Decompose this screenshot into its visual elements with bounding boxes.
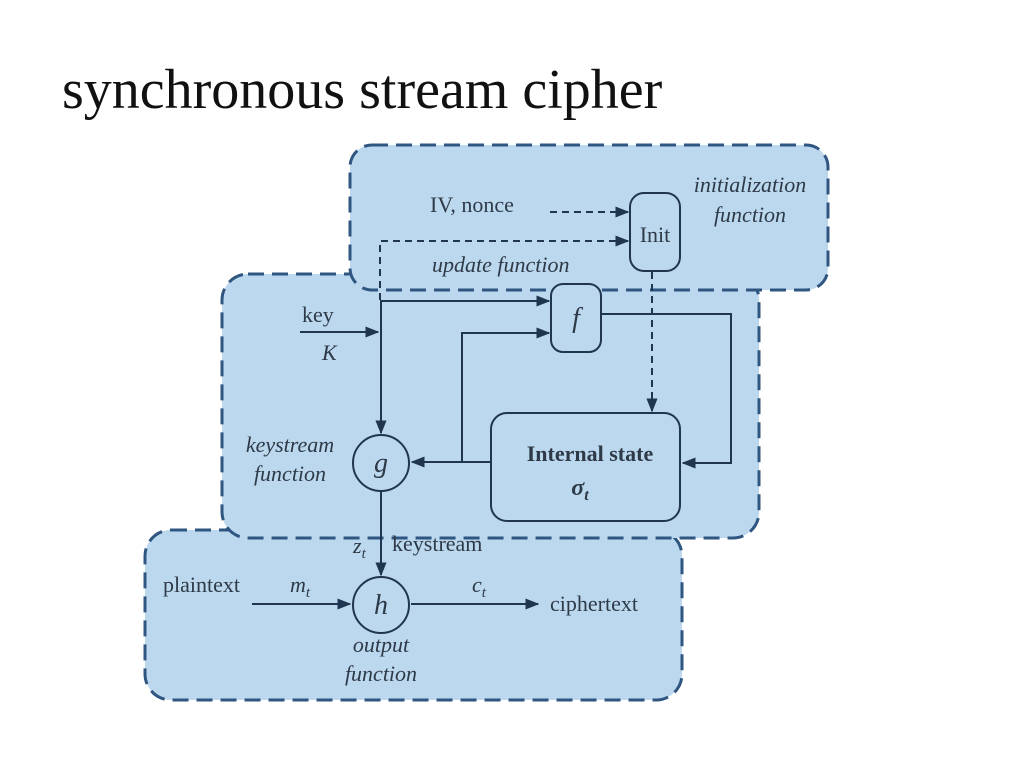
f-to-state-arrow	[602, 313, 732, 469]
m-label: mt	[290, 572, 311, 601]
key-symbol: K	[321, 340, 338, 365]
key-label: key	[302, 302, 334, 327]
ciphertext-label: ciphertext	[550, 591, 638, 616]
keystream-function-label-2: function	[254, 461, 326, 486]
initialization-label: initialization	[694, 172, 806, 197]
c-label: ct	[472, 572, 487, 601]
plaintext-label: plaintext	[163, 572, 240, 597]
h-node-label: h	[374, 590, 388, 621]
output-function-label-1: output	[353, 632, 410, 657]
output-function-label-2: function	[345, 661, 417, 686]
h-node	[352, 576, 410, 634]
z-label: zt	[352, 533, 367, 562]
iv-nonce-label: IV, nonce	[430, 192, 514, 217]
internal-state-box	[490, 412, 681, 522]
internal-state-symbol: σt	[571, 475, 589, 504]
state-to-f-arrow	[461, 327, 551, 461]
keystream-function-label-1: keystream	[246, 432, 334, 457]
keystream-label: keystream	[392, 531, 482, 556]
slide-title: synchronous stream cipher	[62, 59, 663, 121]
update-function-label: update function	[432, 252, 569, 277]
g-node-label: g	[374, 448, 388, 479]
init-box	[629, 192, 681, 272]
function-label-init: function	[714, 202, 786, 227]
f-box	[550, 283, 602, 353]
internal-state-label: Internal state	[527, 441, 654, 466]
init-box-label: Init	[640, 222, 671, 247]
f-box-label: f	[572, 303, 583, 334]
